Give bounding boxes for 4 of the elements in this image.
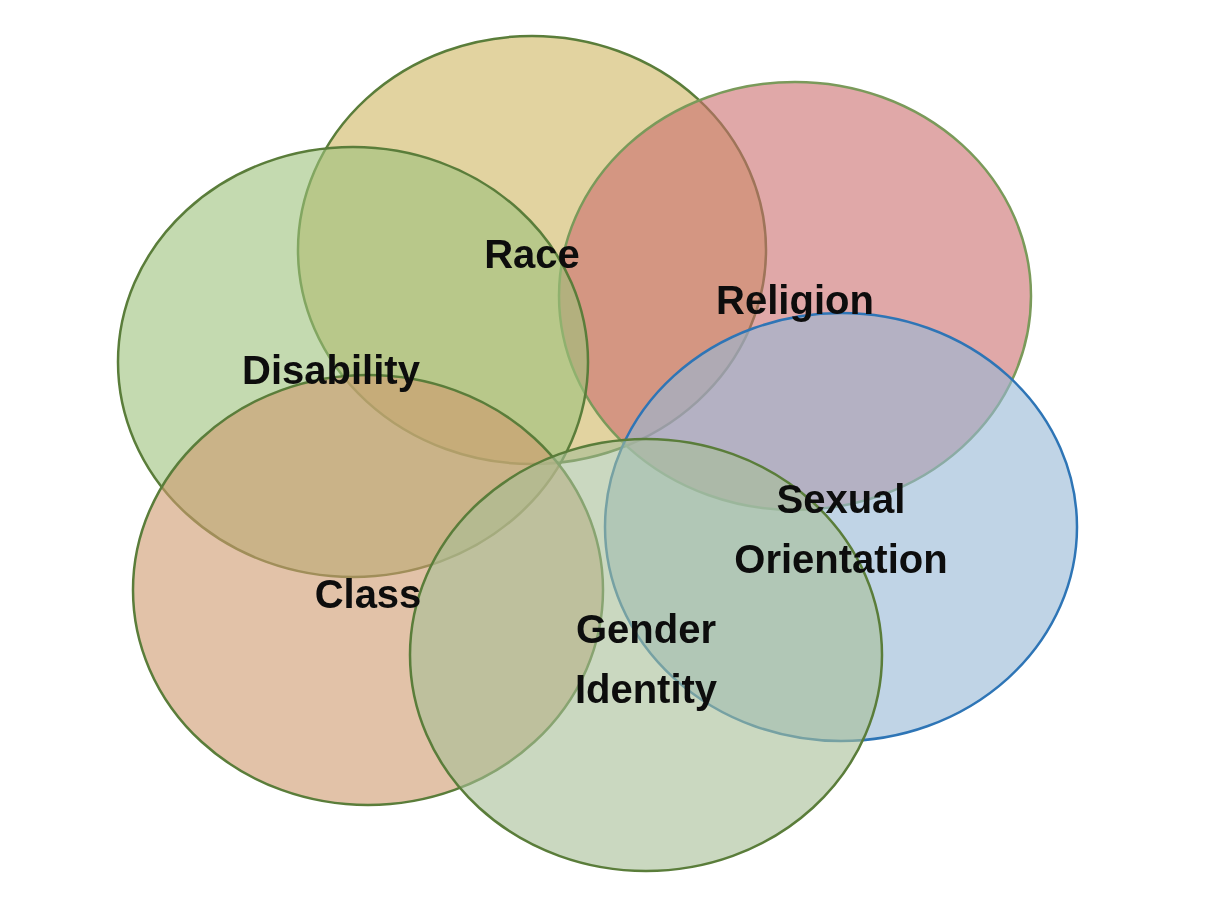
set-label: Gender Identity bbox=[573, 606, 719, 713]
set-label: Class bbox=[314, 571, 422, 618]
set-label: Religion bbox=[716, 277, 874, 324]
set-label: Race bbox=[484, 231, 580, 278]
